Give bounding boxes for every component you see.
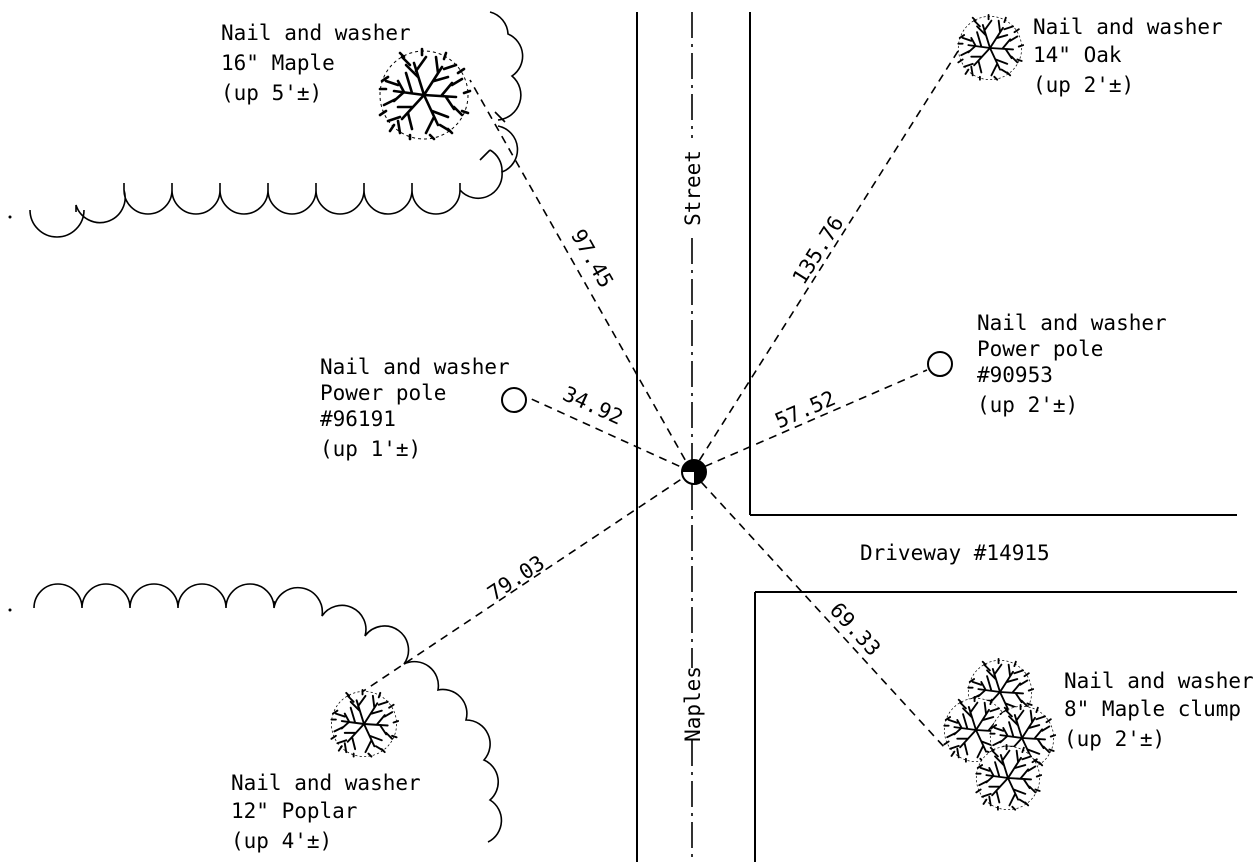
label-line: (up 4'±) [231,829,332,853]
tree-icon [330,688,400,758]
label-line: #96191 [320,407,396,431]
power-pole-icon [927,351,953,377]
label-line: 14" Oak [1033,43,1122,67]
street-name-bottom: Naples [681,666,705,742]
label-line: Nail and washer [1064,669,1254,693]
label-line: Nail and washer [231,771,421,795]
label-line: Nail and washer [221,21,411,45]
tree-icon [957,13,1025,81]
label-line: Power pole [977,337,1103,361]
distance-poplar12: 79.03 [483,551,549,606]
treeline-upper [29,11,524,238]
tie-line-oak14 [691,39,966,473]
street-name-top: Street [681,150,705,226]
driveway-label: Driveway #14915 [860,541,1050,565]
treeline-lower [33,583,503,843]
label-pole90953: Nail and washer Power pole #90953 (up 2'… [977,311,1167,417]
label-line: Power pole [320,381,446,405]
control-point-icon [681,459,707,485]
distance-pole90953: 57.52 [771,386,839,433]
label-line: 8" Maple clump [1064,697,1241,721]
tree-clump-icon [943,657,1057,811]
label-oak14: Nail and washer 14" Oak (up 2'±) [1033,15,1223,97]
label-maple16: Nail and washer 16" Maple (up 5'±) [221,21,411,105]
label-line: #90953 [977,363,1053,387]
distance-mapleclump8: 69.33 [825,598,885,661]
power-pole-icon [501,387,527,413]
label-line: (up 1'±) [320,437,421,461]
label-line: (up 2'±) [1064,727,1165,751]
tie-line-mapleclump8 [691,471,946,749]
label-line: 12" Poplar [231,799,357,823]
distance-pole96191: 34.92 [559,382,626,430]
label-line: (up 2'±) [977,393,1078,417]
label-poplar12: Nail and washer 12" Poplar (up 4'±) [231,771,421,853]
label-line: Nail and washer [977,311,1167,335]
mark-dot [8,215,12,219]
label-line: Nail and washer [320,355,510,379]
label-line: (up 5'±) [221,81,322,105]
tie-line-pole90953 [691,369,928,473]
label-line: (up 2'±) [1033,73,1134,97]
tie-line-poplar12 [349,471,693,701]
mark-dot [8,608,12,612]
tie-line-maple16 [469,79,693,473]
tie-line-pole96191 [526,396,693,473]
label-line: Nail and washer [1033,15,1223,39]
distance-oak14: 135.76 [788,212,849,289]
tree-icon [378,47,472,141]
label-pole96191: Nail and washer Power pole #96191 (up 1'… [320,355,510,461]
label-line: 16" Maple [221,51,335,75]
distance-maple16: 97.45 [566,225,618,292]
label-mapleclump8: Nail and washer 8" Maple clump (up 2'±) [1064,669,1254,751]
